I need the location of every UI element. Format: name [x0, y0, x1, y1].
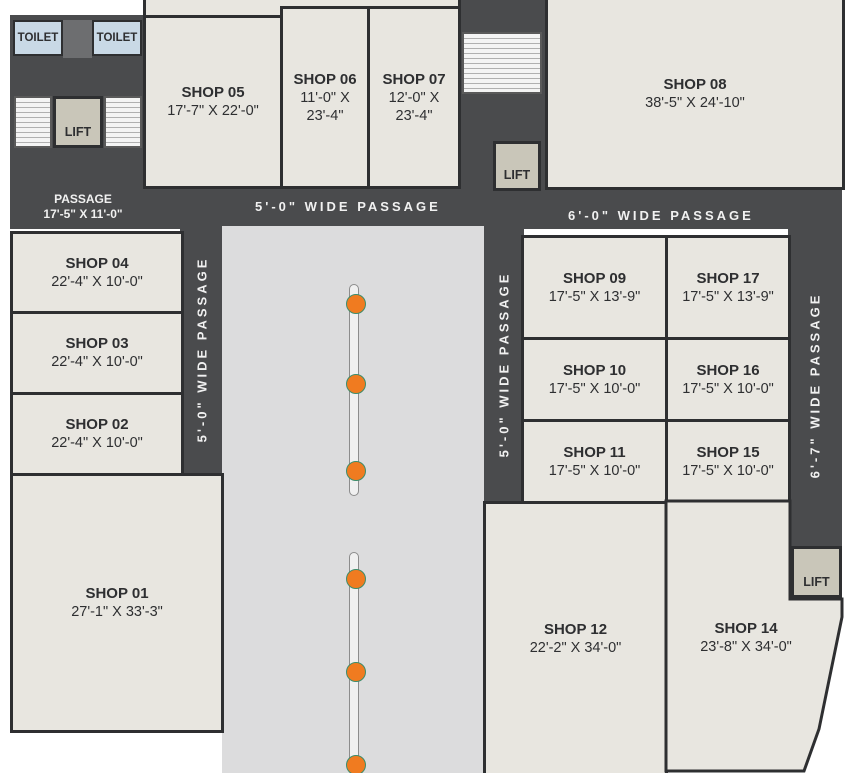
passage-right-vertical-wrap: 6'-7" WIDE PASSAGE — [788, 225, 842, 545]
shop-dims: 22'-4" X 10'-0" — [51, 435, 143, 451]
shop-14-shape — [664, 499, 844, 773]
shop-08[interactable]: SHOP 08 38'-5" X 24'-10" — [545, 0, 845, 190]
shop-dims: 12'-0" X 23'-4" — [388, 89, 440, 124]
shop-name: SHOP 09 — [562, 269, 627, 287]
passage-label-middle-vertical: 5'-0" WIDE PASSAGE — [496, 271, 512, 457]
shop-dims: 22'-4" X 10'-0" — [51, 273, 143, 290]
passage-room: PASSAGE 17'-5" X 11'-0" — [18, 192, 148, 222]
corridor-middle-vertical — [484, 225, 524, 503]
shop-dims: 27'-1" X 33'-3" — [71, 604, 163, 620]
shop-11[interactable]: SHOP 11 17'-5" X 10'-0" — [521, 419, 668, 504]
shop-name: SHOP 07 — [382, 70, 446, 88]
staircase-icon — [14, 96, 52, 148]
corridor-left-vertical — [180, 225, 224, 473]
shop-dims: 17'-5" X 10'-0" — [548, 380, 641, 397]
shop-14-outline — [664, 499, 844, 773]
shop-09[interactable]: SHOP 09 17'-5" X 13'-9" — [521, 235, 668, 340]
shop-name: SHOP 04 — [65, 254, 129, 272]
toilet-right: TOILET — [92, 20, 142, 56]
planter-icon — [346, 755, 366, 773]
stairwell-left — [63, 20, 92, 58]
shop-15[interactable]: SHOP 15 17'-5" X 10'-0" — [665, 419, 791, 504]
planter-icon — [346, 461, 366, 481]
shop-name: SHOP 17 — [696, 269, 760, 287]
shop-name: SHOP 05 — [181, 84, 245, 101]
shop-dims: 17'-5" X 13'-9" — [682, 288, 774, 305]
corridor-right-vertical — [788, 225, 842, 600]
passage-label-top-left: 5'-0" WIDE PASSAGE — [255, 199, 441, 214]
passage-label-top-right: 6'-0" WIDE PASSAGE — [568, 208, 754, 223]
shop-12[interactable]: SHOP 12 22'-2" X 34'-0" — [483, 501, 668, 773]
shop-name: SHOP 16 — [696, 361, 760, 379]
shop-03[interactable]: SHOP 03 22'-4" X 10'-0" — [10, 311, 184, 395]
shop-10[interactable]: SHOP 10 17'-5" X 10'-0" — [521, 337, 668, 422]
shop-name: SHOP 03 — [65, 335, 129, 352]
planter-icon — [346, 374, 366, 394]
passage-label-right-vertical: 6'-7" WIDE PASSAGE — [807, 292, 823, 478]
shop-dims: 22'-2" X 34'-0" — [529, 639, 622, 656]
staircase-icon — [104, 96, 142, 148]
planter-icon — [346, 569, 366, 589]
shop-06[interactable]: SHOP 06 11'-0" X 23'-4" — [280, 6, 370, 189]
passage-middle-vertical-wrap: 5'-0" WIDE PASSAGE — [484, 225, 524, 503]
shop-name: SHOP 01 — [85, 585, 149, 602]
passage-label-left-vertical: 5'-0" WIDE PASSAGE — [194, 256, 210, 442]
shop-dims: 17'-5" X 10'-0" — [682, 462, 774, 479]
shop-05[interactable]: SHOP 05 17'-7" X 22'-0" — [143, 15, 283, 189]
shop-name: SHOP 15 — [696, 443, 760, 461]
shop-17[interactable]: SHOP 17 17'-5" X 13'-9" — [665, 235, 791, 340]
lift-top-right: LIFT — [493, 141, 541, 191]
shop-name: SHOP 10 — [562, 361, 627, 379]
shop-dims: 23'-8" X 34'-0" — [700, 639, 792, 655]
shop-dims: 22'-4" X 10'-0" — [51, 354, 143, 370]
shop-name: SHOP 02 — [65, 416, 129, 433]
shop-04[interactable]: SHOP 04 22'-4" X 10'-0" — [10, 231, 184, 314]
passage-room-name: PASSAGE — [54, 192, 112, 206]
shop-07[interactable]: SHOP 07 12'-0" X 23'-4" — [367, 6, 461, 189]
shop-name: SHOP 12 — [543, 620, 608, 638]
lift-left: LIFT — [53, 96, 103, 148]
lift-bottom-right: LIFT — [791, 546, 842, 598]
shop-02[interactable]: SHOP 02 22'-4" X 10'-0" — [10, 392, 184, 476]
planter-icon — [346, 662, 366, 682]
shop-dims: 17'-5" X 10'-0" — [548, 462, 641, 479]
planter-icon — [346, 294, 366, 314]
shop-16[interactable]: SHOP 16 17'-5" X 10'-0" — [665, 337, 791, 422]
shop-dims: 17'-5" X 10'-0" — [682, 380, 774, 397]
passage-left-vertical-wrap: 5'-0" WIDE PASSAGE — [180, 225, 224, 473]
corridor-top — [10, 187, 842, 229]
shop-name: SHOP 14 — [714, 620, 778, 637]
shop-dims: 11'-0" X 23'-4" — [300, 89, 350, 124]
shop-name: SHOP 06 — [293, 70, 357, 88]
shop-dims: 17'-7" X 22'-0" — [167, 103, 259, 119]
shop-dims: 17'-5" X 13'-9" — [548, 288, 641, 305]
passage-room-dims: 17'-5" X 11'-0" — [43, 207, 123, 221]
staircase-icon — [462, 32, 542, 94]
shop-14[interactable]: SHOP 14 23'-8" X 34'-0" — [666, 598, 826, 678]
shop-name: SHOP 11 — [563, 443, 626, 461]
toilet-left: TOILET — [13, 20, 63, 56]
shop-dims: 38'-5" X 24'-10" — [645, 94, 745, 111]
shop-name: SHOP 08 — [663, 75, 727, 93]
shop-01[interactable]: SHOP 01 27'-1" X 33'-3" — [10, 473, 224, 733]
